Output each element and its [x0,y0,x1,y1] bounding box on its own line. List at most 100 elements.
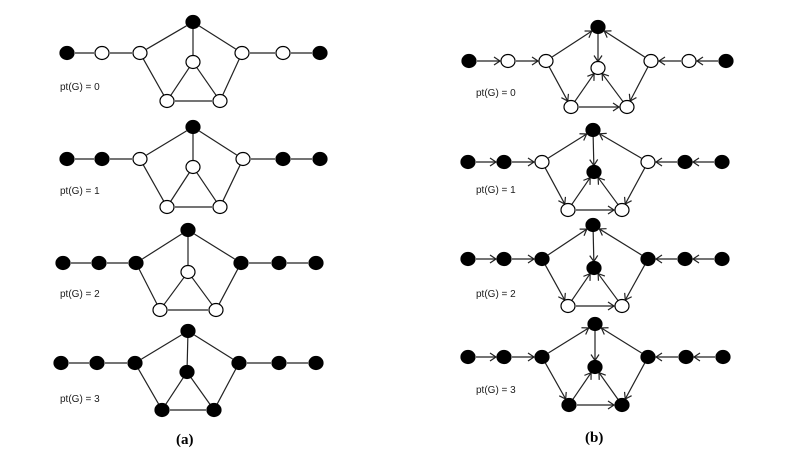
edge-pentagon-right-bottom-right [222,58,240,96]
edge-pentagon-left-bottom-left [544,167,566,205]
node-bottom-right-empty [614,298,630,314]
node-bottom-left-empty [159,93,175,109]
node-path-right-filled [677,154,693,170]
graph-3 [460,316,731,413]
graph-0 [461,19,734,115]
edge-pentagon-right-pentagon-top [198,130,238,156]
edge-pentagon-top-center [592,231,595,262]
edge-bottom-left-center [170,67,190,96]
arrowhead-path-left-pentagon-left [531,56,540,66]
arrowhead-bottom-left-bottom-right [607,301,616,311]
node-path-left-filled [94,151,110,167]
node-path-right-empty [681,53,697,69]
node-path-right-empty [275,45,291,61]
arrowhead-pentagon-right-pentagon-top [598,228,607,236]
node-pentagon-right-empty [235,151,251,167]
node-pentagon-left-filled [127,355,143,371]
arrowhead-pentagon-left-pentagon-top [581,327,590,335]
node-bottom-right-filled [614,397,630,413]
arrowhead-pentagon-right-pentagon-top [598,132,607,141]
node-pentagon-left-empty [534,154,550,170]
node-bottom-left-empty [563,99,579,115]
arrowhead-leaf-left-path-left [493,56,502,66]
arrowhead-pentagon-right-pentagon-top [603,30,612,38]
edge-pentagon-left-pentagon-top [146,25,187,50]
node-pentagon-right-filled [231,355,247,371]
node-bottom-right-empty [208,302,224,318]
edge-pentagon-left-bottom-left [142,58,165,96]
edge-bottom-left-center [571,273,591,301]
edge-pentagon-right-bottom-right [218,268,239,305]
node-path-right-filled [677,251,693,267]
edge-bottom-left-center [163,277,185,305]
graph-label-b-1: pt(G) = 1 [476,185,516,196]
graph-label-b-0: pt(G) = 0 [476,88,516,99]
node-bottom-left-filled [154,402,170,418]
edge-pentagon-left-bottom-left [544,264,566,301]
node-pentagon-left-empty [132,45,148,61]
graph-1 [59,119,328,215]
edge-bottom-right-center [196,67,217,96]
edge-pentagon-right-bottom-right [216,368,237,405]
node-leaf-left-filled [460,154,476,170]
node-leaf-left-filled [460,349,476,365]
node-path-right-filled [678,349,694,365]
edge-pentagon-left-pentagon-top [141,233,183,260]
edge-pentagon-right-pentagon-top [194,233,235,260]
node-pentagon-top-filled [185,119,201,135]
edge-pentagon-right-bottom-right [222,164,241,202]
node-leaf-left-filled [53,355,69,371]
edge-pentagon-left-pentagon-top [548,133,587,159]
edge-bottom-right-center [601,73,624,102]
arrowhead-path-right-pentagon-right [654,352,663,362]
node-pentagon-top-filled [590,19,606,35]
arrowhead-leaf-right-path-right [695,56,704,66]
node-path-right-filled [275,151,291,167]
graph-3 [53,323,324,418]
node-center-filled [586,260,602,276]
edge-pentagon-right-bottom-right [629,66,649,102]
node-leaf-right-filled [312,45,328,61]
node-center-empty [180,264,196,280]
arrowhead-leaf-right-path-right [692,352,701,362]
edge-pentagon-left-pentagon-top [141,334,182,360]
node-bottom-right-empty [614,202,630,218]
node-bottom-left-empty [560,202,576,218]
edge-bottom-right-center [190,377,211,405]
edge-pentagon-left-bottom-left [137,368,160,405]
arrowhead-leaf-left-path-left [489,254,498,264]
edge-pentagon-right-pentagon-top [603,30,646,58]
edge-pentagon-right-pentagon-top [194,334,233,360]
edge-pentagon-left-bottom-left [544,362,567,400]
node-leaf-right-filled [715,349,731,365]
edge-pentagon-left-pentagon-top [548,327,589,354]
arrowhead-path-left-pentagon-left [527,254,536,264]
node-path-left-filled [91,255,107,271]
graph-0 [59,14,328,109]
edge-bottom-right-center [598,372,619,400]
node-leaf-right-filled [714,154,730,170]
node-pentagon-right-empty [643,53,659,69]
caption-b: (b) [585,430,604,446]
graph-label-a-3: pt(G) = 3 [60,394,100,405]
node-center-filled [587,359,603,375]
edge-pentagon-right-bottom-right [624,264,646,301]
arrowhead-pentagon-right-pentagon-top [600,327,609,335]
arrowhead-pentagon-left-pentagon-top [579,133,588,141]
edge-bottom-left-center [165,377,184,405]
node-leaf-left-filled [59,151,75,167]
node-path-left-filled [496,251,512,267]
edge-pentagon-left-pentagon-top [547,228,588,256]
node-pentagon-left-empty [538,53,554,69]
edge-pentagon-right-pentagon-top [198,25,237,50]
edge-pentagon-right-pentagon-top [599,133,642,159]
graph-label-b-3: pt(G) = 3 [476,385,516,396]
node-path-left-empty [500,53,516,69]
edge-pentagon-right-pentagon-top [601,327,642,354]
arrowhead-bottom-left-bottom-right [607,205,616,215]
arrowhead-bottom-left-bottom-right [612,102,621,112]
edge-pentagon-left-bottom-left [138,268,158,305]
node-path-left-filled [89,355,105,371]
caption-a: (a) [176,432,194,448]
node-center-filled [586,164,602,180]
